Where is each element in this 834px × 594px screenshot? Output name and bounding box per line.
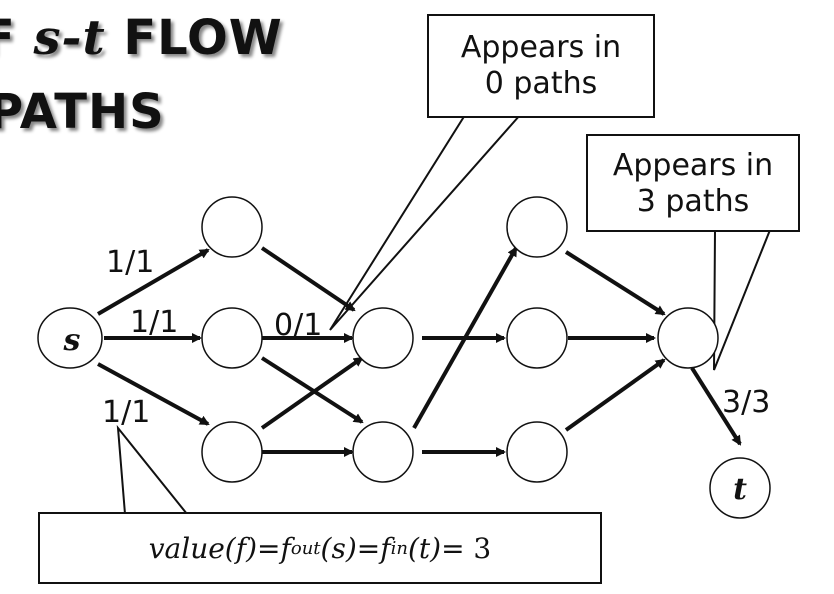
formula-callout-pointer <box>116 424 190 515</box>
edge-a2-to-b2 <box>260 356 364 424</box>
node-d <box>657 307 719 369</box>
node-a2 <box>201 307 263 369</box>
formula-fout-base: f <box>280 531 291 565</box>
formula-fin-base: f <box>380 531 391 565</box>
edge-b2-to-c1 <box>412 246 518 429</box>
edge-label-s-top: 1/1 <box>106 245 154 280</box>
node-c1 <box>506 196 568 258</box>
edge-label-to-t: 3/3 <box>722 385 770 420</box>
formula-fin-sup: in <box>390 537 408 559</box>
node-c3 <box>506 421 568 483</box>
title-line-1: F s-t FLOW <box>0 10 283 66</box>
title-suffix: FLOW <box>105 10 283 66</box>
callout-right-line1: Appears in <box>612 148 774 183</box>
formula-fin-arg: (t) <box>407 531 442 565</box>
edge-s-to-a1 <box>96 248 210 316</box>
node-a1 <box>201 196 263 258</box>
callout-top-line1: Appears in <box>460 30 622 65</box>
node-b2 <box>352 421 414 483</box>
callout-appears-0-paths: Appears in 0 paths <box>427 14 655 118</box>
title-prefix: F <box>0 10 34 66</box>
callout-top-line2: 0 paths <box>484 66 598 101</box>
node-a3 <box>201 421 263 483</box>
edge-d-to-t <box>690 366 742 446</box>
node-c2 <box>506 307 568 369</box>
edge-label-s-mid: 1/1 <box>130 305 178 340</box>
edge-c1-to-d <box>564 250 666 316</box>
formula-lhs: value(f) <box>148 531 258 565</box>
title-line-2: PATHS <box>0 84 165 140</box>
node-t <box>709 457 771 519</box>
formula-eq-2: = <box>356 531 381 565</box>
right-callout-pointer <box>713 229 772 371</box>
edge-a1-to-b1 <box>260 246 356 312</box>
top-callout-pointer <box>329 114 523 331</box>
edge-label-zero: 0/1 <box>274 308 322 343</box>
formula-eq-1: = <box>257 531 281 565</box>
callout-appears-3-paths: Appears in 3 paths <box>586 134 800 232</box>
edge-s-to-a3 <box>97 362 210 426</box>
title-variable: s-t <box>33 10 106 66</box>
nodes <box>37 196 771 519</box>
formula-fout-arg: (s) <box>320 531 357 565</box>
edges <box>96 246 742 457</box>
edge-label-s-bot: 1/1 <box>102 395 150 430</box>
node-s <box>37 307 103 369</box>
node-t-label: t <box>733 472 747 507</box>
edge-a3-to-b1 <box>260 356 364 430</box>
edge-c3-to-d <box>564 358 666 432</box>
formula-rhs: = 3 <box>441 531 492 565</box>
callout-right-line2: 3 paths <box>636 184 750 219</box>
node-b1 <box>352 307 414 369</box>
formula-fout-sup: out <box>290 537 321 559</box>
node-s-label: s <box>63 323 81 358</box>
